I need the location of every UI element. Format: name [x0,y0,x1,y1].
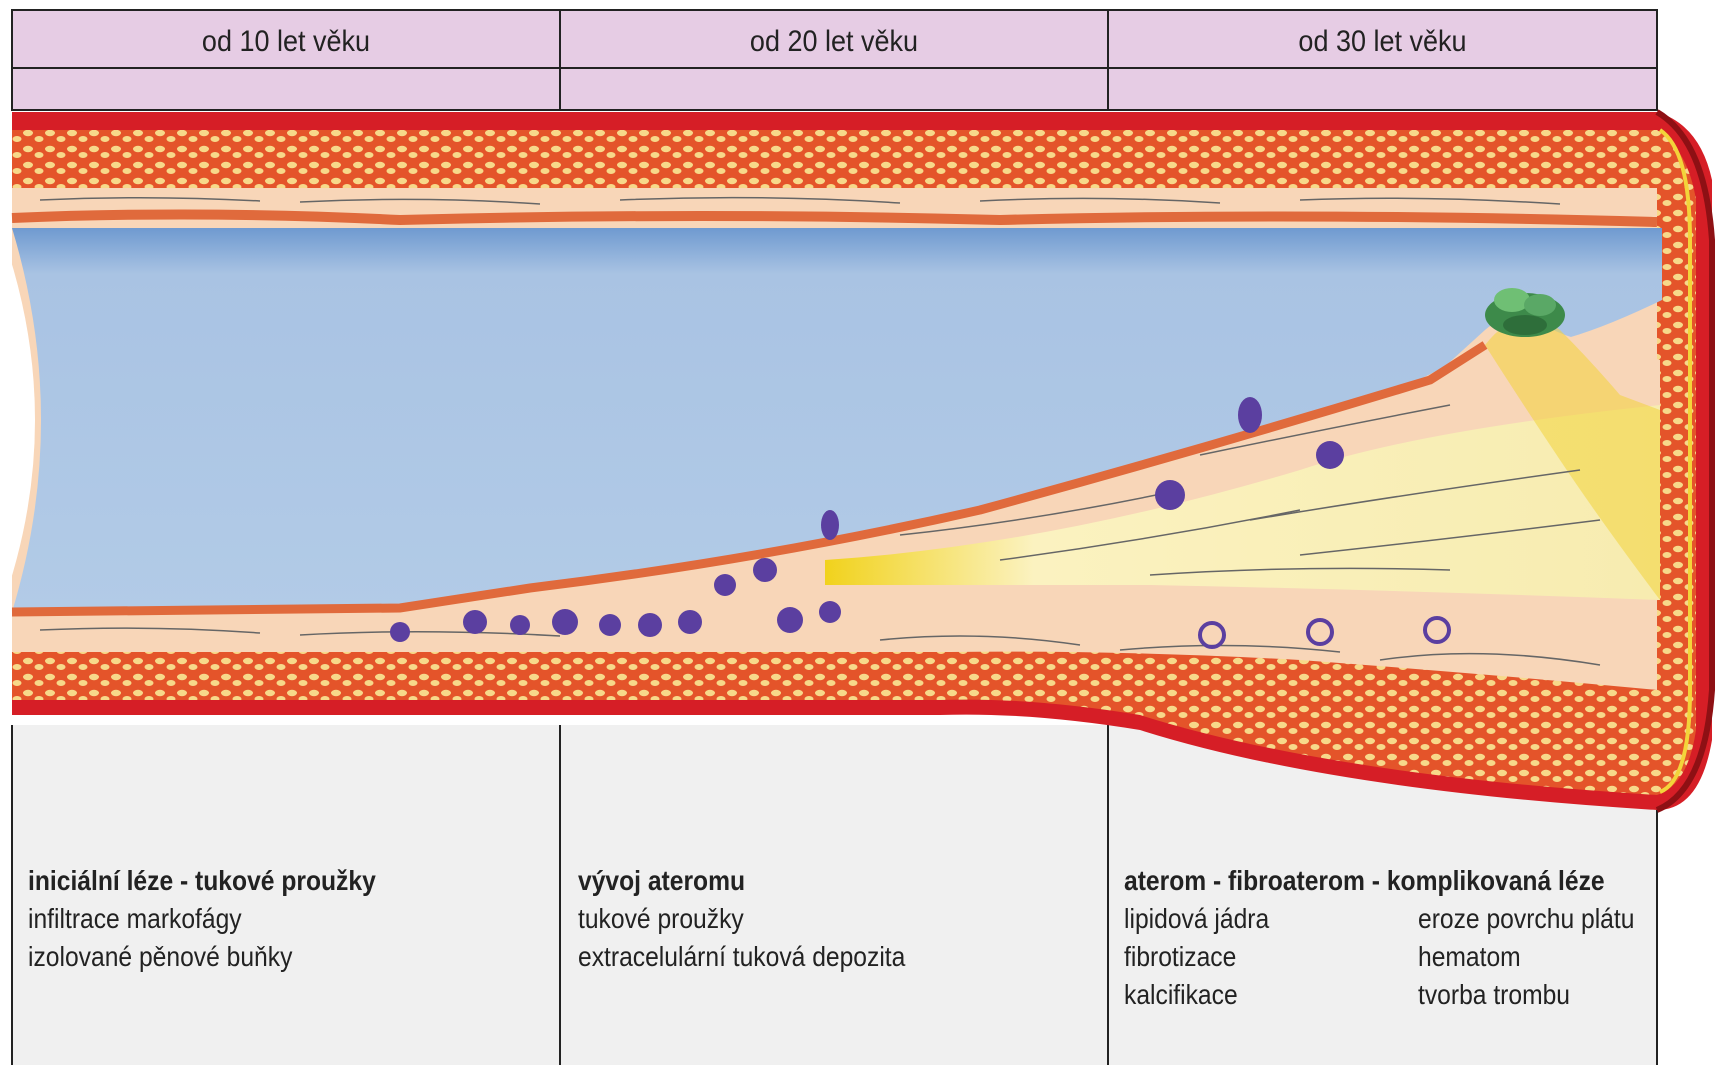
stage-3-caption-right: eroze povrchu plátu hematom tvorba tromb… [1418,900,1634,1014]
stage-3-title: aterom - fibroaterom - komplikovaná léze [1124,862,1605,900]
age-label-10: od 10 let věku [39,18,532,66]
stage-2-title: vývoj ateromu [578,862,905,900]
stage-1-line-2: izolované pěnové buňky [28,938,376,976]
stage-1-title: iniciální léze - tukové proužky [28,862,376,900]
age-label-20: od 20 let věku [587,18,1080,66]
stage-2-line-1: tukové proužky [578,900,905,938]
stage-2-caption: vývoj ateromu tukové proužky extracelulá… [578,862,905,976]
artery [0,112,1712,810]
stage-2-line-2: extracelulární tuková depozita [578,938,905,976]
stage-3-right-line-2: hematom [1418,938,1634,976]
stage-1-line-1: infiltrace markofágy [28,900,376,938]
stage-1-caption: iniciální léze - tukové proužky infiltra… [28,862,376,976]
age-label-30: od 30 let věku [1135,18,1629,66]
stage-3-right-line-3: tvorba trombu [1418,976,1634,1014]
stage-3-right-line-1: eroze povrchu plátu [1418,900,1634,938]
